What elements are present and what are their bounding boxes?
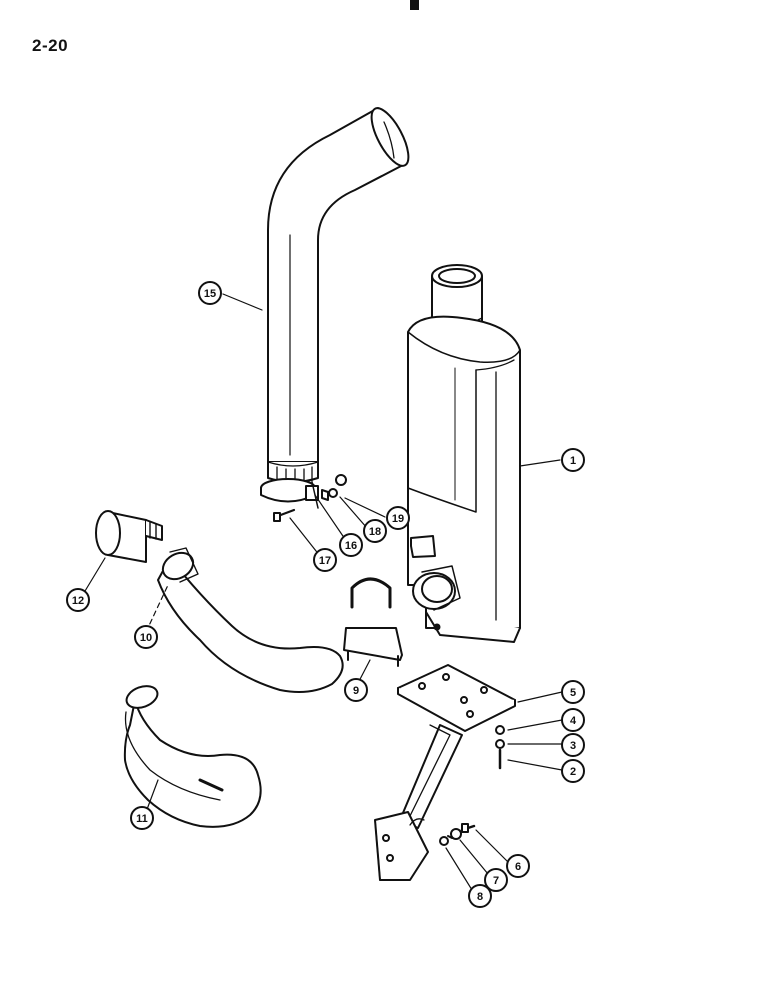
callout-8: 8: [468, 884, 492, 908]
svg-text:3: 3: [570, 740, 576, 752]
svg-text:6: 6: [515, 861, 521, 873]
callout-1: 1: [561, 448, 585, 472]
callout-15: 15: [198, 281, 222, 305]
svg-text:5: 5: [570, 687, 576, 699]
exhaust-elbow-lower: [123, 685, 262, 828]
u-bolt-clamp: [343, 577, 403, 667]
callout-12: 12: [66, 588, 90, 612]
svg-text:16: 16: [345, 540, 357, 552]
muffler: [407, 264, 521, 643]
exhaust-elbow-upper: [157, 547, 344, 693]
stack-band-clamp: [260, 474, 347, 522]
callout-5: 5: [561, 680, 585, 704]
svg-text:11: 11: [136, 813, 148, 825]
svg-text:10: 10: [140, 632, 152, 644]
callout-10: 10: [134, 625, 158, 649]
callout-7: 7: [484, 868, 508, 892]
svg-text:17: 17: [319, 555, 331, 567]
band-clamp: [95, 510, 163, 563]
callout-9: 9: [344, 678, 368, 702]
svg-text:4: 4: [570, 715, 577, 727]
callout-3: 3: [561, 733, 585, 757]
svg-text:18: 18: [369, 526, 381, 538]
callout-2: 2: [561, 759, 585, 783]
mounting-bracket: [374, 664, 516, 881]
callout-19: 19: [386, 506, 410, 530]
callout-6: 6: [506, 854, 530, 878]
svg-text:19: 19: [392, 513, 404, 525]
svg-text:7: 7: [493, 875, 499, 887]
bracket-hardware: [439, 725, 505, 846]
svg-text:1: 1: [570, 455, 576, 467]
exhaust-stack: [267, 107, 410, 486]
callouts: 15 1 19 18 16 17 12 10 9 5 4 3 2 11 6 7 …: [66, 281, 585, 908]
callout-16: 16: [339, 533, 363, 557]
page-edge-mark: [410, 0, 419, 10]
svg-text:2: 2: [570, 766, 576, 778]
svg-text:8: 8: [477, 891, 483, 903]
svg-text:15: 15: [204, 288, 216, 300]
callout-4: 4: [561, 708, 585, 732]
callout-11: 11: [130, 806, 154, 830]
svg-text:9: 9: [353, 685, 359, 697]
leader-lines: [81, 293, 563, 891]
page-number: 2-20: [32, 36, 69, 55]
callout-17: 17: [313, 548, 337, 572]
callout-18: 18: [363, 519, 387, 543]
svg-text:12: 12: [72, 595, 84, 607]
